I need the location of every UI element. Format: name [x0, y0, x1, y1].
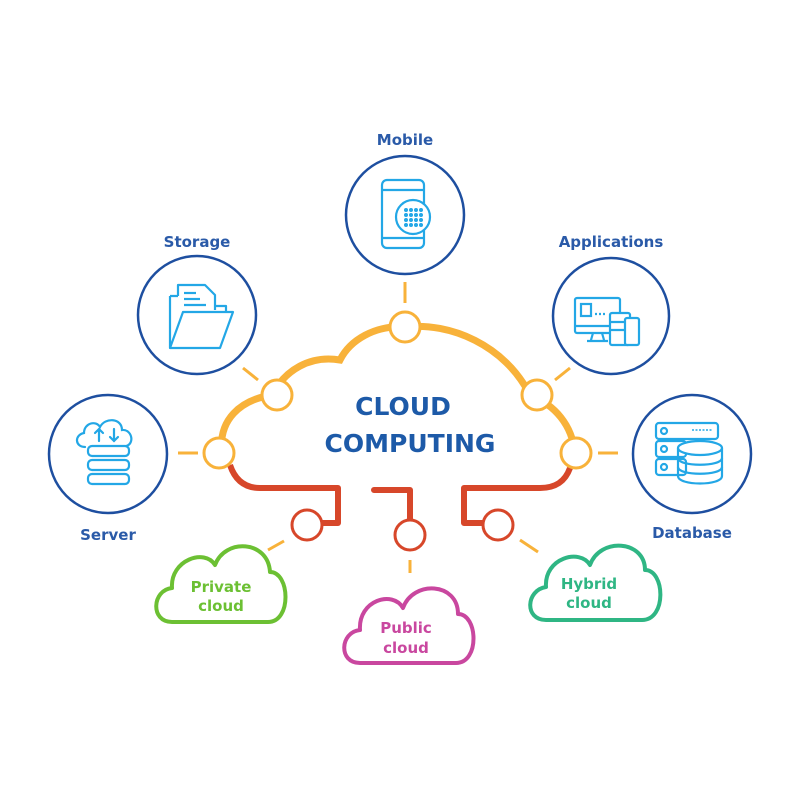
cloud-server-icon	[75, 419, 133, 486]
hybrid-cloud-outline	[528, 543, 663, 622]
title-line2: COMPUTING	[325, 429, 496, 458]
deployment-label-line1: Hybrid	[561, 575, 617, 593]
private-cloud-outline	[154, 544, 288, 624]
red-nodes	[290, 508, 515, 552]
orange-nodes	[202, 310, 593, 470]
deployment-public-cloud[interactable]: Public cloud	[342, 586, 476, 665]
deployment-label-line1: Public	[380, 619, 432, 637]
node-database	[559, 436, 593, 470]
deployment-private-cloud[interactable]: Private cloud	[154, 544, 288, 624]
service-label: Storage	[164, 233, 231, 251]
service-database[interactable]: Database	[631, 393, 753, 542]
deployment-label-line2: cloud	[383, 639, 429, 657]
folder-documents-icon	[168, 283, 235, 350]
circuit-center	[371, 487, 413, 523]
service-circle	[47, 393, 169, 515]
central-cloud	[218, 322, 579, 526]
deployment-label-line2: cloud	[198, 597, 244, 615]
database-server-icon	[654, 421, 724, 485]
circuit-right	[461, 466, 573, 526]
deployment-hybrid-cloud[interactable]: Hybrid cloud	[528, 543, 663, 622]
node-private	[290, 508, 324, 542]
service-label: Mobile	[377, 131, 433, 149]
node-applications	[520, 378, 554, 412]
service-circle	[136, 254, 258, 376]
node-server	[202, 436, 236, 470]
node-hybrid	[481, 508, 515, 542]
service-label: Database	[652, 524, 732, 542]
public-cloud-outline	[342, 586, 476, 665]
tick-applications	[554, 366, 571, 382]
service-applications[interactable]: Applications	[551, 233, 671, 376]
devices-icon	[573, 296, 641, 347]
node-storage	[260, 378, 294, 412]
title-line1: CLOUD	[355, 392, 451, 421]
service-label: Server	[80, 526, 136, 544]
node-mobile	[388, 310, 422, 344]
connector-ticks	[178, 282, 618, 573]
mobile-phone-icon	[380, 178, 432, 250]
tick-storage	[242, 366, 259, 382]
tick-private	[267, 539, 285, 552]
service-storage[interactable]: Storage	[136, 233, 258, 376]
node-public	[393, 518, 427, 552]
deployment-label-line2: cloud	[566, 594, 612, 612]
deployment-label-line1: Private	[191, 578, 252, 596]
service-server[interactable]: Server	[47, 393, 169, 544]
tick-hybrid	[519, 538, 539, 554]
service-mobile[interactable]: Mobile	[344, 131, 466, 276]
circuit-left	[227, 463, 341, 526]
service-label: Applications	[559, 233, 664, 251]
